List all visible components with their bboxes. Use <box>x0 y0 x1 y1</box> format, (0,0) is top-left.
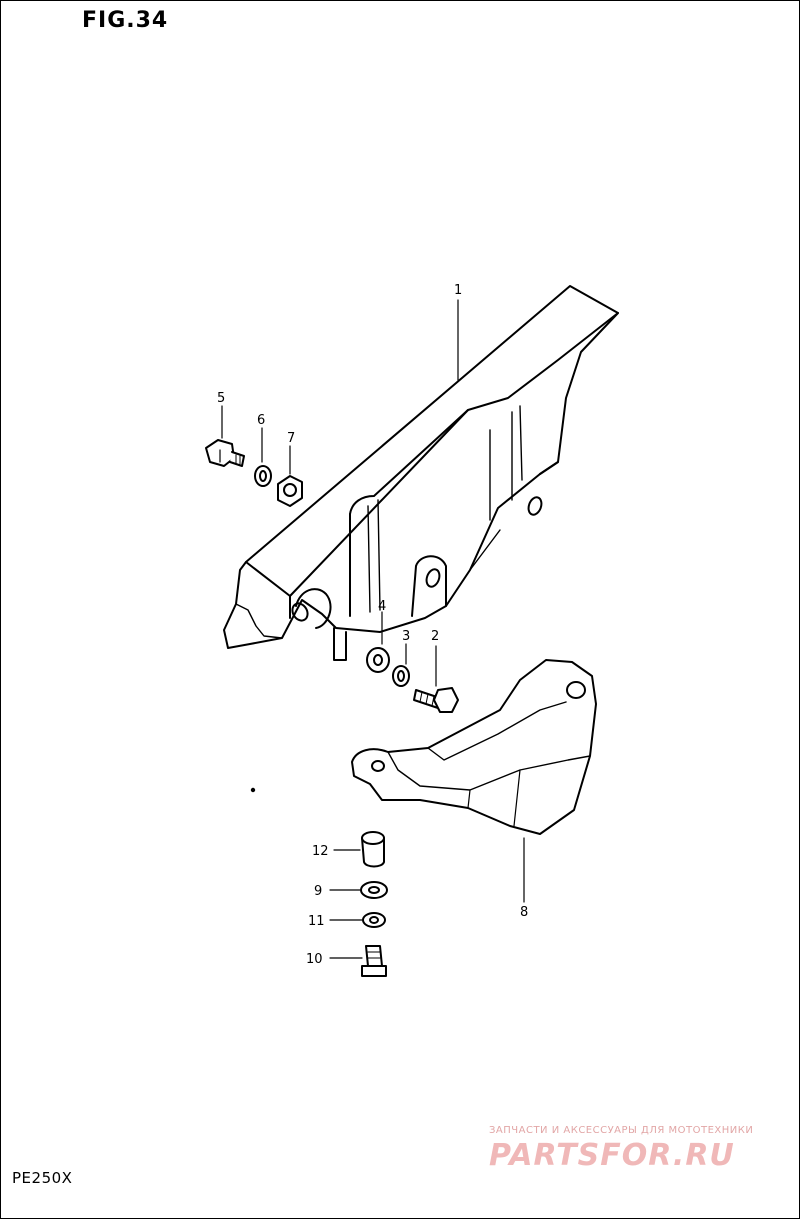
model-label: PE250X <box>12 1169 73 1187</box>
collar-part-12 <box>333 831 385 868</box>
figure-title: FIG.34 <box>82 8 169 33</box>
washer-part-6 <box>254 427 272 487</box>
washer-part-9 <box>329 881 388 899</box>
washer-part-4 <box>366 611 390 673</box>
nut-part-7 <box>277 445 303 507</box>
watermark-brand: PARTSFOR.RU <box>489 1138 735 1173</box>
callout-11: 11 <box>308 914 325 929</box>
watermark-tagline: ЗАПЧАСТИ И АКСЕССУАРЫ ДЛЯ МОТОТЕХНИКИ <box>489 1125 754 1136</box>
callout-3: 3 <box>402 629 410 644</box>
washer-part-3 <box>392 643 410 687</box>
bolt-part-5 <box>205 405 245 467</box>
callout-9: 9 <box>314 884 322 899</box>
chain-case-part <box>223 285 619 661</box>
callout-1: 1 <box>454 283 462 298</box>
chain-guard-part <box>351 659 597 903</box>
callout-7: 7 <box>287 431 295 446</box>
bolt-part-2 <box>413 645 459 713</box>
callout-2: 2 <box>431 629 439 644</box>
callout-4: 4 <box>378 599 386 614</box>
callout-8: 8 <box>520 905 528 920</box>
washer-part-11 <box>329 912 386 928</box>
callout-5: 5 <box>217 391 225 406</box>
bolt-part-10 <box>329 945 387 977</box>
callout-12: 12 <box>312 844 329 859</box>
callout-6: 6 <box>257 413 265 428</box>
callout-10: 10 <box>306 952 323 967</box>
